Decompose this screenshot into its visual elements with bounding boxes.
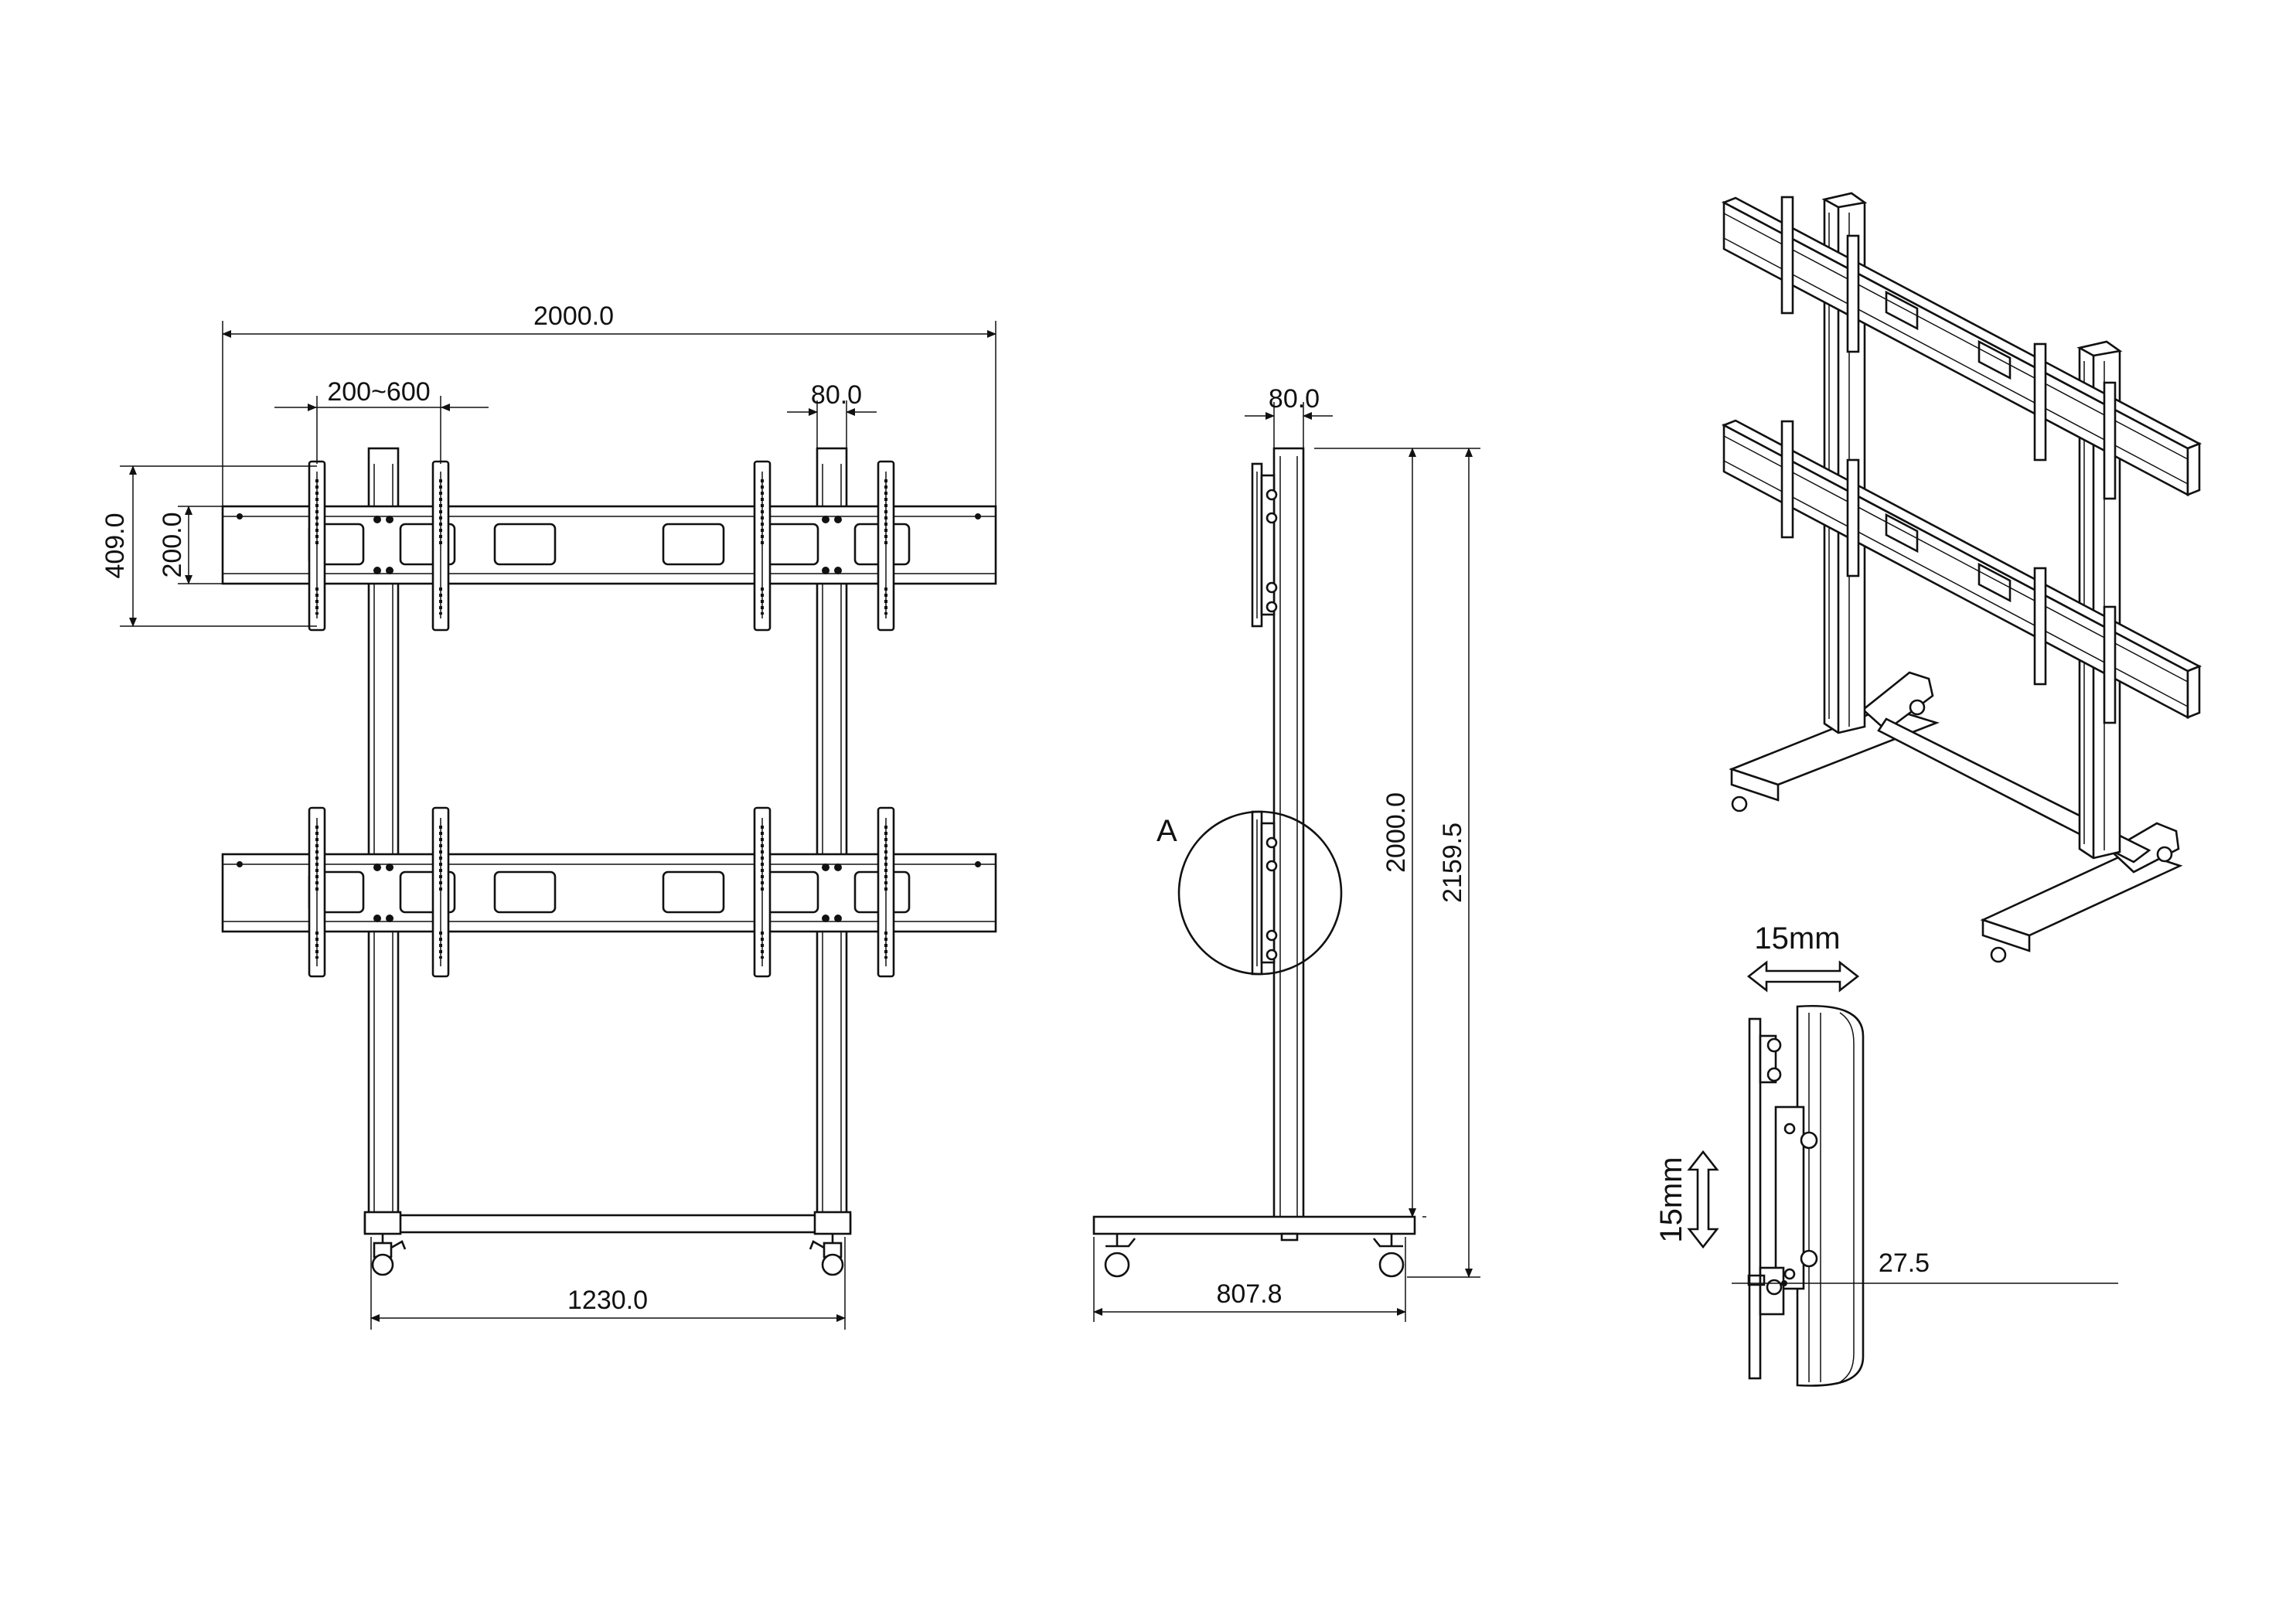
dim-offset: 27.5	[1732, 1248, 2118, 1284]
vesa-range-label: 200~600	[327, 377, 430, 407]
front-view: 2000.0 200~600 80.0 409.0 200.0	[100, 301, 997, 1330]
iso-rail-lower	[1721, 419, 2202, 720]
dim-vertical-adjust: 15mm	[1654, 1150, 1719, 1249]
dim-post-depth: 80.0	[1245, 384, 1333, 448]
side-base	[1092, 1215, 1416, 1278]
iso-rail-upper	[1721, 196, 2202, 497]
overall-height-label: 2159.5	[1438, 823, 1467, 903]
dim-vesa-range: 200~600	[274, 377, 489, 464]
post-depth-label: 80.0	[1269, 384, 1320, 414]
detail-a-view: 15mm 15mm 27.5	[1654, 921, 2118, 1387]
column-height-label: 2000.0	[1381, 792, 1411, 873]
post-width-front-label: 80.0	[811, 380, 862, 410]
dim-overall-width: 2000.0	[222, 301, 996, 510]
dim-post-width-front: 80.0	[787, 380, 877, 448]
side-view: A 80.0 2000.0 2159.	[1092, 384, 1480, 1322]
dim-column-height: 2000.0	[1314, 448, 1426, 1218]
dim-bracket-height: 409.0	[100, 465, 317, 627]
vesa-bracket	[877, 806, 895, 978]
vertical-adjust-label: 15mm	[1654, 1156, 1688, 1242]
lower-rail	[221, 853, 997, 933]
dim-base-depth: 807.8	[1093, 1237, 1406, 1322]
horizontal-adjust-label: 15mm	[1754, 921, 1840, 955]
detail-column	[1796, 1005, 1865, 1387]
iso-brackets	[1780, 196, 2117, 724]
vesa-bracket	[877, 460, 895, 632]
base-width-label: 1230.0	[567, 1286, 648, 1315]
detail-callout-label: A	[1157, 814, 1177, 848]
overall-width-label: 2000.0	[533, 301, 614, 331]
detail-callout-circle	[1177, 810, 1343, 976]
vesa-bracket	[431, 460, 450, 632]
vesa-bracket	[308, 806, 326, 978]
side-bracket-lower	[1251, 810, 1278, 976]
side-column	[1272, 447, 1305, 1227]
detail-panel	[1747, 1017, 1818, 1380]
front-base	[363, 1211, 852, 1276]
vesa-bracket	[431, 806, 450, 978]
dim-horizontal-adjust: 15mm	[1746, 921, 1860, 993]
bracket-height-label: 409.0	[100, 513, 130, 578]
vesa-bracket	[308, 460, 326, 632]
side-bracket-upper	[1251, 462, 1278, 628]
base-depth-label: 807.8	[1216, 1279, 1282, 1309]
dim-rail-height: 200.0	[158, 506, 224, 584]
upper-rail	[221, 505, 997, 585]
offset-label: 27.5	[1879, 1248, 1930, 1278]
isometric-view	[1721, 192, 2202, 963]
dim-overall-height: 2159.5	[1407, 448, 1480, 1278]
dim-base-width: 1230.0	[370, 1237, 846, 1330]
vesa-bracket	[753, 460, 772, 632]
vesa-bracket	[753, 806, 772, 978]
rail-height-label: 200.0	[158, 512, 187, 577]
